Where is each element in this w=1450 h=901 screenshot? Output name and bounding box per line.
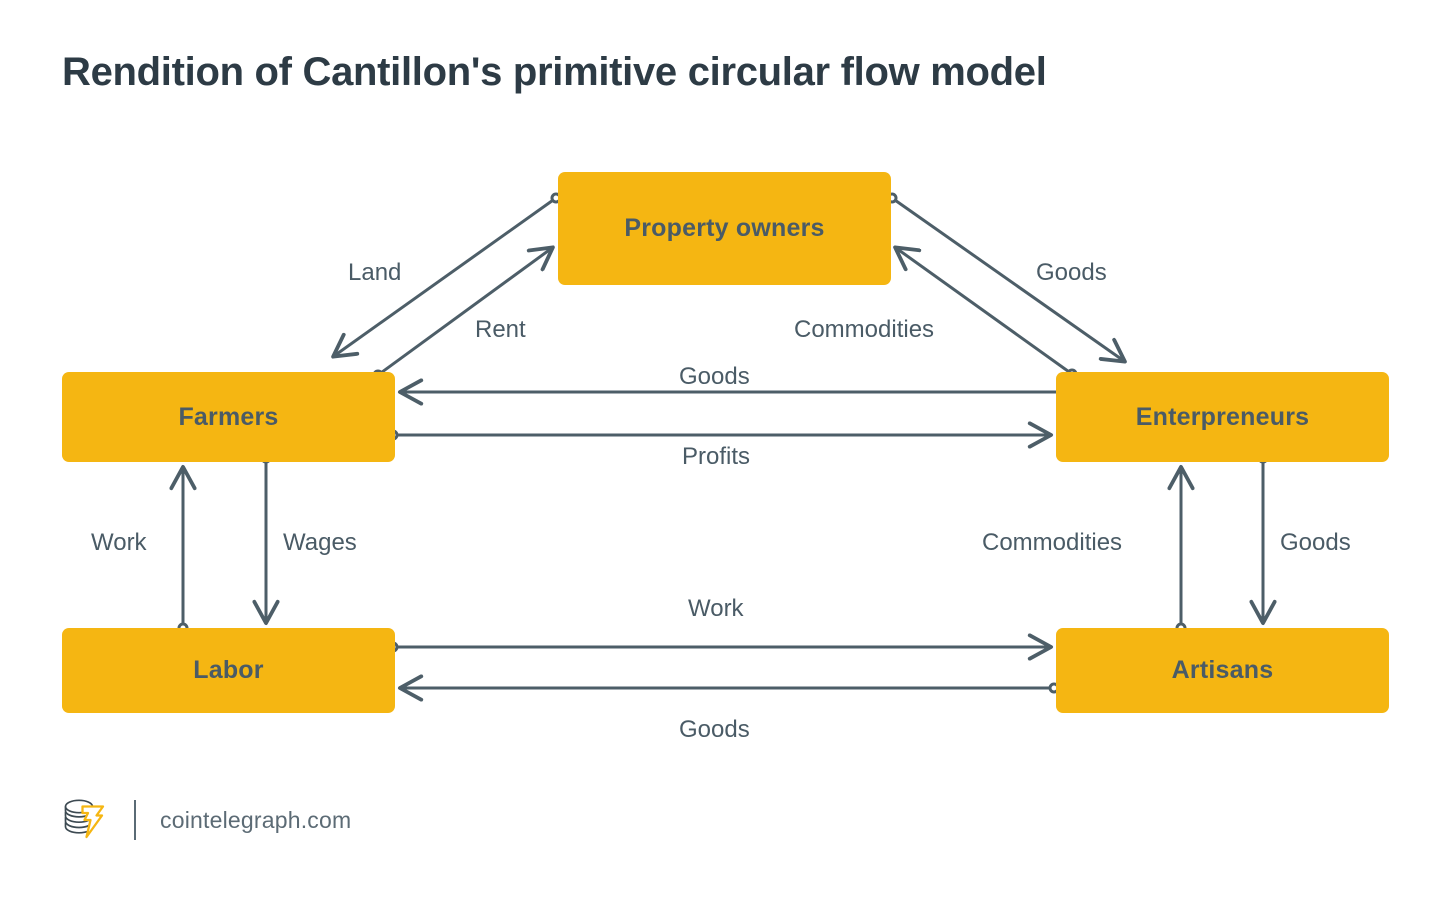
footer-site-label: cointelegraph.com — [160, 806, 352, 833]
edge-label-land: Land — [348, 259, 402, 286]
node-farmers[interactable]: Farmers — [62, 372, 395, 462]
node-label: Artisans — [1171, 656, 1274, 684]
node-artisans[interactable]: Artisans — [1056, 628, 1389, 713]
edge-wages-farmers-labor — [262, 452, 270, 622]
edge-label-goods-artisans-labor: Goods — [679, 716, 750, 743]
footer-divider — [134, 800, 136, 840]
edge-label-goods-enterpreneurs-artisans: Goods — [1280, 529, 1351, 556]
cointelegraph-logo-icon — [62, 796, 108, 845]
edge-profits-farmers-enterpreneurs — [387, 431, 1050, 439]
node-labor[interactable]: Labor — [62, 628, 395, 713]
edge-goods-enterpreneurs-artisans — [1259, 452, 1267, 622]
footer: cointelegraph.com — [62, 793, 351, 847]
edge-label-goods-enterpreneurs-farmers: Goods — [679, 363, 750, 390]
edge-label-goods-owners-enterpreneurs: Goods — [1036, 259, 1107, 286]
edge-label-commodities-enterpreneurs-owners: Commodities — [794, 316, 935, 343]
edge-label-wages-farmers-labor: Wages — [283, 529, 357, 556]
node-label: Property owners — [624, 214, 825, 242]
edge-label-commodities-artisans-enterpreneurs: Commodities — [982, 529, 1123, 556]
edge-label-rent: Rent — [475, 316, 526, 343]
edge-work-labor-artisans — [387, 643, 1050, 651]
node-label: Enterpreneurs — [1135, 402, 1310, 431]
edge-label-profits-farmers-enterpreneurs: Profits — [682, 443, 751, 470]
edge-label-work-labor-artisans: Work — [688, 595, 744, 622]
node-enterpreneurs[interactable]: Enterpreneurs — [1056, 372, 1389, 462]
edge-commodities-artisans-enterpreneurs — [1177, 468, 1185, 634]
edge-goods-artisans-labor — [401, 684, 1060, 692]
node-label: Labor — [193, 656, 264, 684]
node-property-owners[interactable]: Property owners — [558, 172, 891, 285]
node-label: Farmers — [178, 402, 279, 431]
edge-work-labor-farmers — [179, 468, 187, 634]
edge-label-work-labor-farmers: Work — [91, 529, 147, 556]
page-title: Rendition of Cantillon's primitive circu… — [62, 50, 1047, 94]
